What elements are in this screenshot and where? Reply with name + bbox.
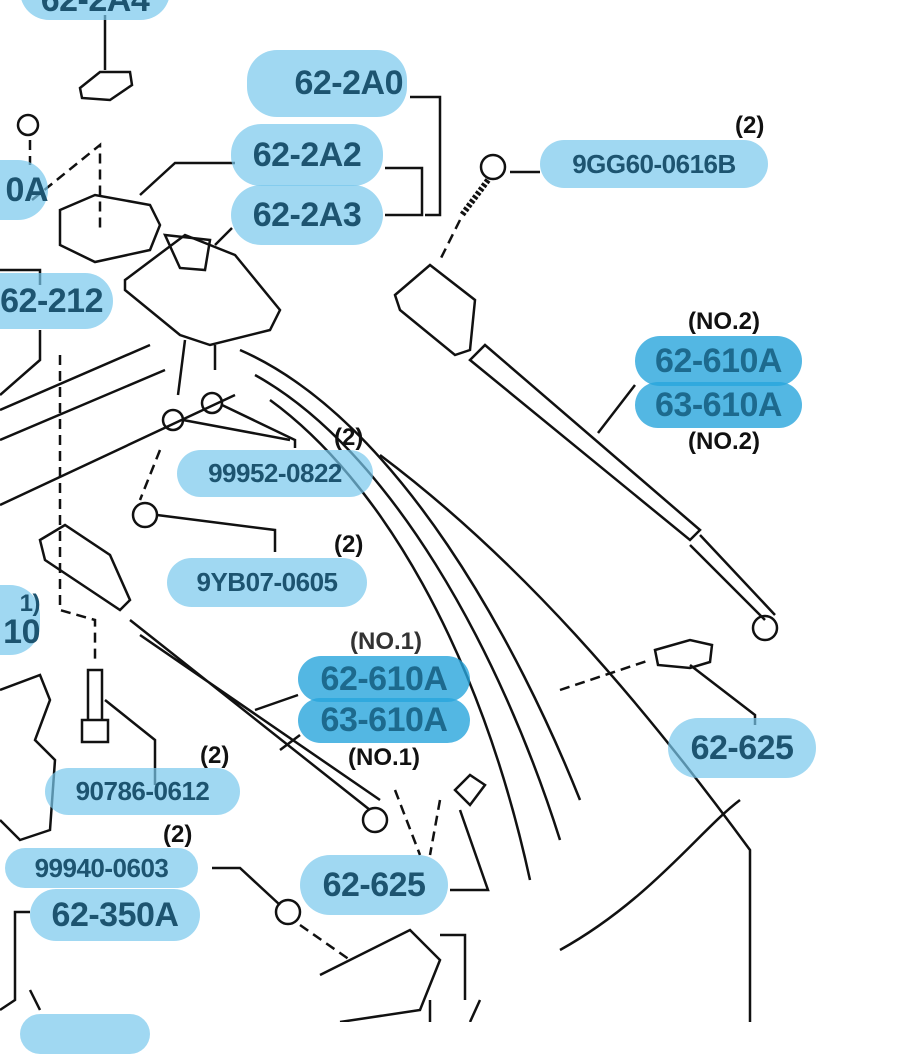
part-label-99952-0822[interactable]: 99952-0822 (177, 450, 373, 497)
note-no2-top: (NO.2) (688, 308, 760, 335)
left-label-number: 10 (3, 613, 40, 651)
part-label-62-610A-no2[interactable]: 62-610A (635, 336, 802, 386)
part-label-bottom-partial[interactable] (20, 1014, 150, 1054)
part-label-99940-0603[interactable]: 99940-0603 (5, 848, 198, 888)
part-label-9YB07-0605[interactable]: 9YB07-0605 (167, 558, 367, 607)
quantity-99940: (2) (163, 821, 193, 848)
quantity-9YB07: (2) (334, 531, 364, 558)
quantity-90786: (2) (200, 742, 230, 769)
part-label-90786-0612[interactable]: 90786-0612 (45, 768, 240, 815)
parts-line-drawing (0, 15, 779, 1022)
part-label-left-10[interactable]: 1) 10 (0, 585, 41, 655)
part-label-62-2A4[interactable]: 62-2A4 (20, 0, 170, 20)
left-label-qty: 1) (19, 590, 41, 617)
part-label-63-610A-no2[interactable]: 63-610A (635, 382, 802, 428)
part-label-62-2A3[interactable]: 62-2A3 (231, 185, 383, 245)
part-label-9GG60-0616B[interactable]: 9GG60-0616B (540, 140, 768, 188)
part-label-62-610A-no1[interactable]: 62-610A (298, 656, 470, 702)
note-no1-bottom: (NO.1) (348, 744, 420, 771)
part-label-63-610A-no1[interactable]: 63-610A (298, 698, 470, 743)
part-label-62-625-left[interactable]: 62-625 (300, 855, 448, 915)
part-label-62-2A2[interactable]: 62-2A2 (231, 124, 383, 186)
part-label-62-212[interactable]: 62-212 (0, 273, 113, 329)
part-label-62-2A0[interactable]: 62-2A0 (247, 50, 407, 117)
quantity-99952: (2) (334, 424, 364, 451)
quantity-9GG60: (2) (735, 112, 765, 139)
part-label-0A[interactable]: 0A (0, 160, 49, 220)
note-no1-top: (NO.1) (350, 628, 422, 655)
part-label-62-625-right[interactable]: 62-625 (668, 718, 816, 778)
part-label-62-350A[interactable]: 62-350A (30, 889, 200, 941)
note-no2-bottom: (NO.2) (688, 428, 760, 455)
